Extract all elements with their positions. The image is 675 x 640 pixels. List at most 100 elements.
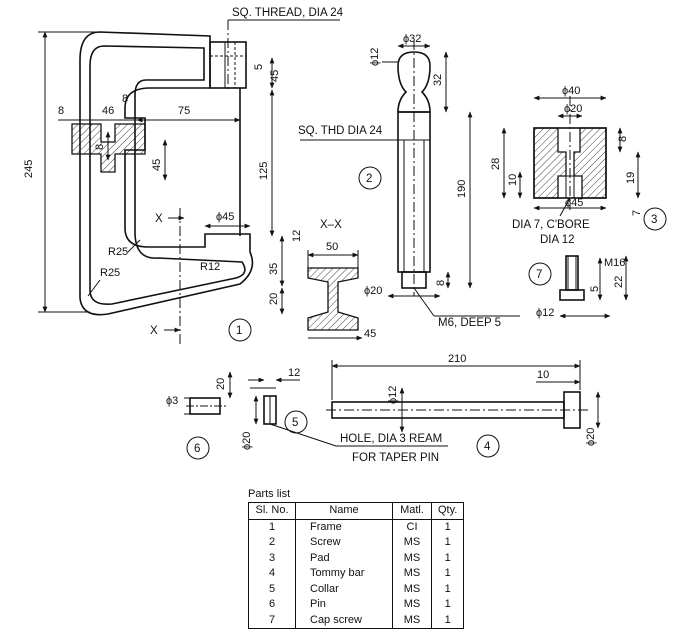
- dim-phi12: ϕ12: [369, 48, 381, 66]
- dim-phi12-tommy: ϕ12: [387, 386, 399, 404]
- header-matl: Matl.: [392, 502, 432, 520]
- dim-phi3: ϕ3: [166, 395, 178, 407]
- dim-phi12-cap: ϕ12: [536, 307, 554, 319]
- dim-r12: R12: [200, 261, 220, 273]
- taper-pin-callout: FOR TAPER PIN: [352, 452, 439, 464]
- cell-qty: 1: [430, 550, 465, 566]
- cell-sl: 2: [248, 535, 296, 551]
- frame-part: X X: [71, 20, 254, 345]
- dim-125: 125: [258, 162, 270, 180]
- dim-phi20-screw: ϕ20: [364, 285, 382, 297]
- dim-8-pad: 8: [617, 136, 629, 142]
- balloon-2: 2: [366, 173, 372, 185]
- cell-qty: 1: [430, 519, 465, 535]
- header-name: Name: [295, 502, 393, 520]
- tommy-bar-part: 210 10 ϕ12 ϕ20: [326, 353, 601, 446]
- cell-qty: 1: [430, 581, 465, 597]
- cell-qty: 1: [430, 535, 465, 551]
- cell-qty: 1: [430, 612, 465, 629]
- dim-phi20-pad: ϕ20: [564, 103, 582, 115]
- balloon-3: 3: [651, 214, 657, 226]
- balloon-7: 7: [536, 269, 542, 281]
- section-xx-label: X–X: [320, 219, 342, 231]
- dim-46: 46: [102, 105, 114, 117]
- cell-sl: 5: [248, 581, 296, 597]
- dim-210: 210: [448, 353, 466, 365]
- dim-10-tommy: 10: [537, 369, 549, 381]
- dim-phi45-pad: ϕ45: [565, 197, 583, 209]
- dim-50: 50: [326, 241, 338, 253]
- dim-8-top: 8: [122, 93, 128, 105]
- cell-matl: MS: [392, 612, 432, 629]
- sq-thd-callout: SQ. THD DIA 24: [298, 125, 383, 137]
- cell-name: Collar: [295, 581, 393, 597]
- cell-matl: MS: [392, 566, 432, 582]
- dim-phi20-tommy: ϕ20: [585, 428, 597, 446]
- hole-callout: HOLE, DIA 3 REAM: [340, 433, 442, 445]
- dim-22: 22: [613, 276, 625, 288]
- dim-20: 20: [268, 293, 280, 305]
- dim-m16: M16: [604, 257, 625, 269]
- cell-name: Pin: [295, 597, 393, 613]
- cell-qty: 1: [430, 566, 465, 582]
- header-qty: Qty.: [430, 502, 465, 520]
- balloon-4: 4: [484, 441, 491, 453]
- dim-7: 7: [631, 210, 643, 216]
- cell-matl: MS: [392, 581, 432, 597]
- section-mark-x-bottom: X: [150, 325, 158, 337]
- m6-callout: M6, DEEP 5: [438, 317, 501, 329]
- cell-matl: MS: [392, 535, 432, 551]
- dim-8-left: 8: [58, 105, 64, 117]
- dim-20-pin: 20: [215, 378, 227, 390]
- frame-dimensions: 245 8 46 8 75 8 45 5 45 125 ϕ45 12 R25 R…: [23, 7, 344, 315]
- cell-matl: MS: [392, 550, 432, 566]
- parts-header-row: Sl. No. Name Matl. Qty.: [248, 502, 465, 520]
- dim-5: 5: [253, 64, 265, 70]
- pad-part: ϕ40 ϕ20 28 10 8 19 ϕ45 7 DIA 7, C'BORE D…: [490, 85, 643, 246]
- parts-list-caption: Parts list: [248, 488, 291, 500]
- cell-name: Tommy bar: [295, 566, 393, 582]
- dim-45-boss: 45: [269, 70, 281, 82]
- dim-245: 245: [23, 160, 35, 178]
- cell-name: Screw: [295, 535, 393, 551]
- dim-r25-outer: R25: [100, 267, 120, 279]
- dim-45-section: 45: [364, 328, 376, 340]
- balloon-6: 6: [194, 443, 200, 455]
- dim-28: 28: [490, 158, 502, 170]
- dim-32: 32: [432, 74, 444, 86]
- header-sl-no: Sl. No.: [248, 502, 296, 520]
- dim-phi32: ϕ32: [403, 33, 421, 45]
- cell-name: Pad: [295, 550, 393, 566]
- screw-part: ϕ32 ϕ12 32 190 8 ϕ20 SQ. THD DIA 24 M6, …: [298, 33, 520, 329]
- dim-phi45: ϕ45: [216, 211, 234, 223]
- cell-sl: 1: [248, 519, 296, 535]
- cell-name: Frame: [295, 519, 393, 535]
- cell-matl: MS: [392, 597, 432, 613]
- cell-sl: 6: [248, 597, 296, 613]
- dim-35: 35: [268, 263, 280, 275]
- balloon-5: 5: [292, 417, 298, 429]
- pin-part: 20 ϕ3: [166, 371, 233, 415]
- cell-sl: 7: [248, 612, 296, 629]
- cell-sl: 3: [248, 550, 296, 566]
- cell-qty: 1: [430, 597, 465, 613]
- dia7-callout: DIA 7, C'BORE: [512, 219, 590, 231]
- part-balloons: 1 2 3 4 5 6 7: [186, 166, 667, 460]
- section-xx: X–X 50 45: [307, 219, 376, 341]
- capscrew-part: M16 5 22 ϕ12: [536, 255, 629, 319]
- balloon-1: 1: [236, 325, 242, 337]
- dim-8-web: 8: [94, 144, 106, 150]
- dim-190: 190: [456, 180, 468, 198]
- dim-75: 75: [178, 105, 190, 117]
- dim-8-screw: 8: [435, 280, 447, 286]
- collar-part: 12 ϕ20 HOLE, DIA 3 REAM FOR TAPER PIN: [241, 367, 448, 464]
